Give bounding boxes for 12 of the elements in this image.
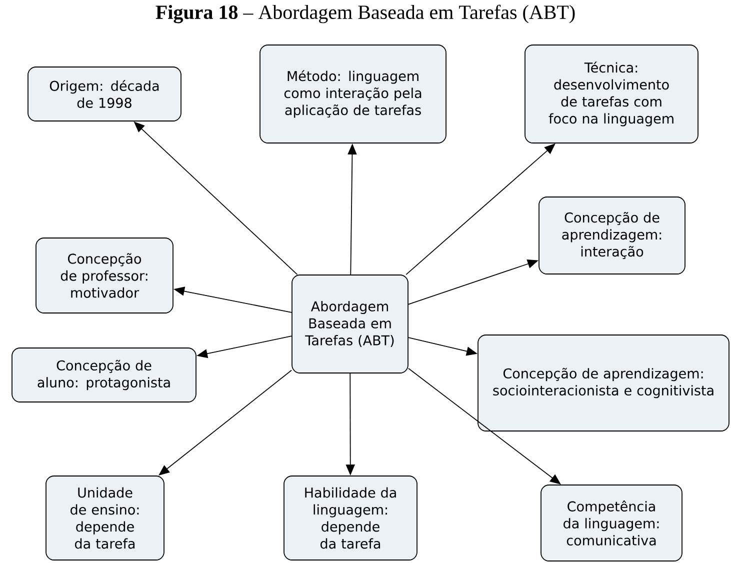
concept-box: Habilidade da linguagem: depende da tarefa (284, 476, 418, 560)
concept-box: Unidade de ensino: depende da tarefa (46, 476, 164, 560)
concept-box: Concepção de aprendizagem: sociointeracionista e cognitivista (478, 334, 730, 432)
central-concept-box: Abordagem Baseada em Tarefas (ABT) (292, 274, 408, 374)
concept-box: Concepção de professor: motivador (36, 238, 174, 314)
figure-title: Figura 18 – Abordagem Baseada em Tarefas (ABT) (156, 4, 575, 24)
concept-box: Concepção de aluno: protagonista (12, 348, 196, 402)
concept-box: Método: linguagem como interação pela aplicação de tarefas (260, 44, 446, 144)
concept-box: Competência da linguagem: comunicativa (540, 484, 682, 562)
concept-box: Técnica: desenvolvimento de tarefas com foco na linguagem (524, 44, 698, 144)
concept-box: Origem: década de 1998 (28, 66, 182, 122)
concept-box: Concepção de aprendizagem: interação (538, 196, 686, 274)
